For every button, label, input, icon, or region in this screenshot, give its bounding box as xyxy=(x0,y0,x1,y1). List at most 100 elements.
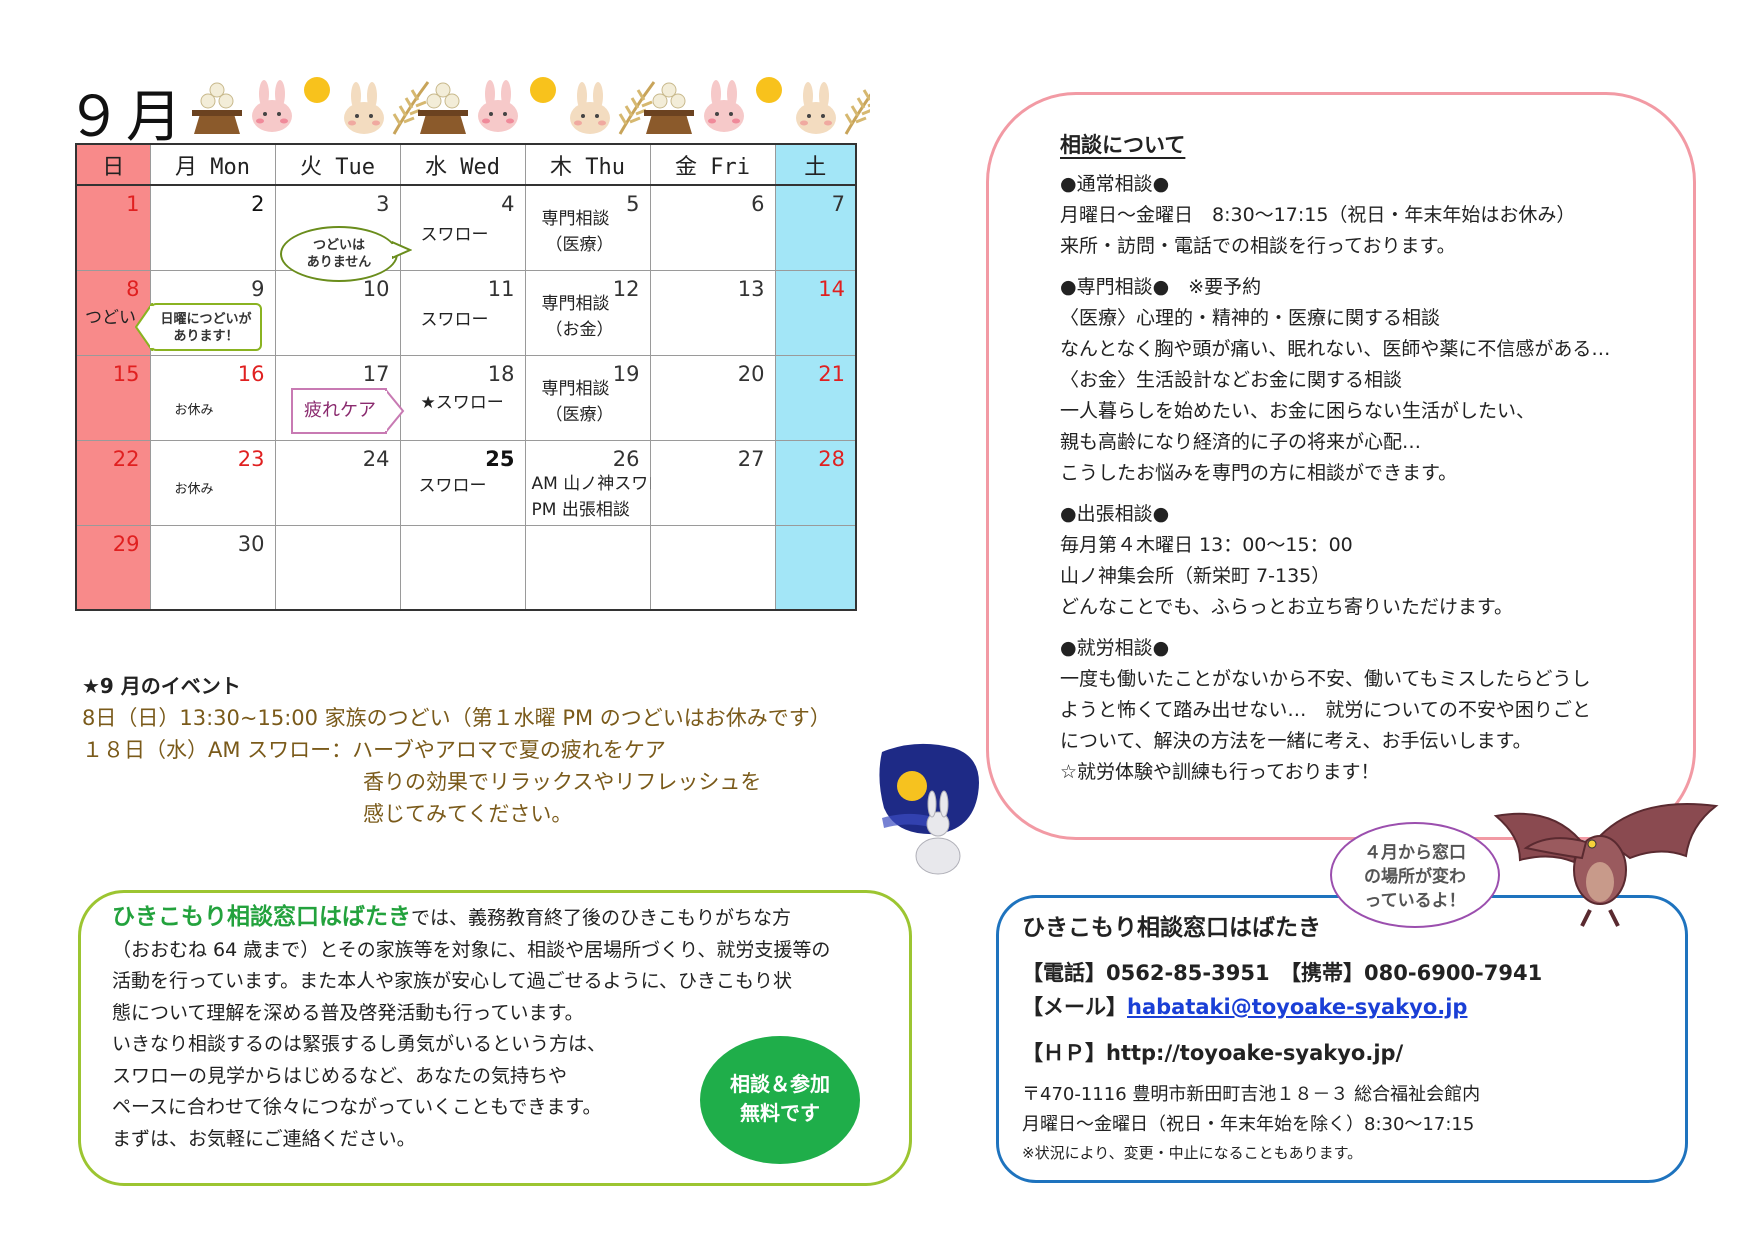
day-number: 29 xyxy=(112,531,140,556)
intro-line: まずは、お気軽にご連絡ください。 xyxy=(112,1127,416,1150)
office-moved-bubble: ４月から窓口 の場所が変わ っているよ！ xyxy=(1330,822,1500,928)
work-consult-line: について、解決の方法を一緒に考え、お手伝いします。 xyxy=(1060,730,1532,752)
contact-address: 〒470-1116 豊明市新田町吉池１８－３ 総合福祉会館内 xyxy=(1022,1084,1481,1105)
free-badge-line2: 無料です xyxy=(740,1101,820,1125)
trip-consult-line: 山ノ神集会所（新栄町 7-135） xyxy=(1060,565,1331,587)
special-consult-line: こうしたお悩みを専門の方に相談ができます。 xyxy=(1060,462,1458,484)
day-number: 17 xyxy=(362,361,390,386)
sunday-tsudoi-callout: 日曜につどいが あります！ xyxy=(150,303,262,351)
day-cell xyxy=(649,524,776,611)
day-number: 8 xyxy=(126,276,140,301)
free-badge: 相談＆参加 無料です xyxy=(700,1036,860,1164)
day-cell: 11 スワロー xyxy=(399,269,526,356)
day-cell: 26 AM 山ノ神スワロー PM 出張相談 xyxy=(524,439,682,526)
cell-event-senmon: 専門相談 xyxy=(541,293,610,314)
weekday-thu: 木 Thu xyxy=(524,143,651,186)
day-number: 16 xyxy=(237,361,265,386)
sunday-tsudoi-line1: 日曜につどいが xyxy=(160,312,252,327)
day-number: 11 xyxy=(487,276,515,301)
calendar-week-row: 22 23 お休み 24 25 スワロー 26 AM 山ノ神スワロー PM 出張… xyxy=(75,439,857,526)
day-cell: 2 xyxy=(149,184,276,271)
day-number: 1 xyxy=(126,192,140,216)
cell-event-tsudoi: つどい xyxy=(85,307,136,328)
day-cell: 8 つどい xyxy=(75,269,151,356)
day-cell: 15 xyxy=(75,354,151,441)
cell-holiday: お休み xyxy=(174,402,214,418)
day-number: 30 xyxy=(237,531,265,556)
day-cell: 4 スワロー xyxy=(399,184,526,271)
work-consult-line: ようと怖くて踏み出せない… 就労についての不安や困りごと xyxy=(1060,699,1591,721)
work-consult-line: 一度も働いたことがないから不安、働いてもミスしたらどうし xyxy=(1060,668,1591,690)
special-consult-line: 〈医療〉心理的・精神的・医療に関する相談 xyxy=(1060,307,1441,329)
cell-event-senmon: 専門相談 xyxy=(541,378,610,399)
pampas-grass-icon xyxy=(392,81,430,135)
day-cell: 22 xyxy=(75,439,151,526)
trip-consult-title: ●出張相談● xyxy=(1060,503,1170,525)
day-cell xyxy=(274,524,401,611)
special-consult-line: 〈お金〉生活設計などお金に関する相談 xyxy=(1060,369,1403,391)
calendar-header-row: 日 月 Mon 火 Tue 水 Wed 木 Thu 金 Fri 土 xyxy=(75,143,857,186)
rabbit-icon xyxy=(344,82,384,134)
special-consult-title: ●専門相談● ※要予約 xyxy=(1060,276,1262,298)
day-cell: 20 xyxy=(649,354,776,441)
day-cell: 12 専門相談 （お金） xyxy=(524,269,651,356)
day-number: 9 xyxy=(251,276,265,301)
day-number: 20 xyxy=(737,361,765,386)
contact-phone: 【電話】0562-85-3951 【携帯】080-6900-7941 xyxy=(1022,961,1543,985)
events-title: ★9 月のイベント xyxy=(82,674,241,698)
sunday-tsudoi-line2: あります！ xyxy=(173,329,239,344)
cell-event-swallow: スワロー xyxy=(418,475,487,496)
day-number: 25 xyxy=(485,446,515,471)
trip-consult-line: 毎月第４木曜日 13：00～15：00 xyxy=(1060,534,1353,556)
cell-event-am: AM 山ノ神スワロー xyxy=(531,473,683,494)
day-cell: 28 xyxy=(774,439,857,526)
consult-heading: 相談について xyxy=(1060,133,1186,157)
normal-consult-title: ●通常相談● xyxy=(1060,173,1170,195)
day-number: 6 xyxy=(751,192,765,216)
normal-consult-line: 来所・訪問・電話での相談を行っております。 xyxy=(1060,235,1456,257)
special-consult-line: 親も高齢になり経済的に子の将来が心配… xyxy=(1060,431,1422,453)
habataki-intro-box xyxy=(78,890,912,1186)
day-cell: 7 xyxy=(774,184,857,271)
day-number: 19 xyxy=(612,361,640,386)
consult-content: 相談について ●通常相談● 月曜日～金曜日 8:30～17:15（祝日・年末年始… xyxy=(1060,130,1660,788)
ribbon-arrow xyxy=(385,388,405,434)
day-number: 12 xyxy=(612,276,640,301)
contact-mail-label: 【メール】 xyxy=(1022,995,1127,1019)
day-cell: 30 xyxy=(149,524,276,611)
moon-rabbit-illustration xyxy=(879,743,979,875)
bubble-tail xyxy=(392,240,412,260)
cell-event-senmon: 専門相談 xyxy=(541,209,610,229)
contact-note: ※状況により、変更・中止になることもあります。 xyxy=(1022,1144,1363,1162)
intro-line: スワローの見学からはじめるなど、あなたの気持ちや xyxy=(112,1064,568,1087)
day-number: 4 xyxy=(501,192,515,216)
day-number: 2 xyxy=(251,192,265,216)
cell-event-iryo: （医療） xyxy=(545,404,614,425)
weekday-sun: 日 xyxy=(75,143,151,186)
special-consult-line: なんとなく胸や頭が痛い、眠れない、医師や薬に不信感がある… xyxy=(1060,338,1611,360)
day-cell: 1 xyxy=(75,184,151,271)
weekday-mon: 月 Mon xyxy=(149,143,276,186)
pterodactyl-illustration xyxy=(1493,803,1719,927)
cell-event-iryo: （医療） xyxy=(545,235,614,255)
contact-mail-link[interactable]: habataki@toyoake-syakyo.jp xyxy=(1127,995,1468,1019)
day-number: 10 xyxy=(362,276,390,301)
day-cell xyxy=(774,524,857,611)
day-cell: 24 xyxy=(274,439,401,526)
contact-homepage[interactable]: 【ＨＰ】http://toyoake-syakyo.jp/ xyxy=(1022,1041,1404,1065)
day-number: 13 xyxy=(737,276,765,301)
office-moved-line1: ４月から窓口 xyxy=(1364,843,1466,863)
trip-consult-line: どんなことでも、ふらっとお立ち寄りいただけます。 xyxy=(1060,596,1513,618)
no-tsudoi-line2: ありません xyxy=(306,255,372,270)
callout-arrow xyxy=(135,303,153,351)
cell-event-pm: PM 出張相談 xyxy=(531,499,630,520)
day-cell: 25 スワロー xyxy=(399,439,526,526)
intro-line: いきなり相談するのは緊張するし勇気がいるという方は、 xyxy=(112,1033,607,1055)
moon-viewing-decoration xyxy=(192,76,870,136)
day-cell: 16 お休み xyxy=(149,354,276,441)
day-number: 27 xyxy=(737,446,765,471)
cell-event-swallow-star: ★スワロー xyxy=(420,392,504,413)
day-cell: 18 ★スワロー xyxy=(399,354,526,441)
tsukare-care-text: 疲れケア xyxy=(304,400,376,421)
calendar-week-row: 15 16 お休み 17 18 ★スワロー 19 専門相談 （医療） 20 21 xyxy=(75,354,857,441)
